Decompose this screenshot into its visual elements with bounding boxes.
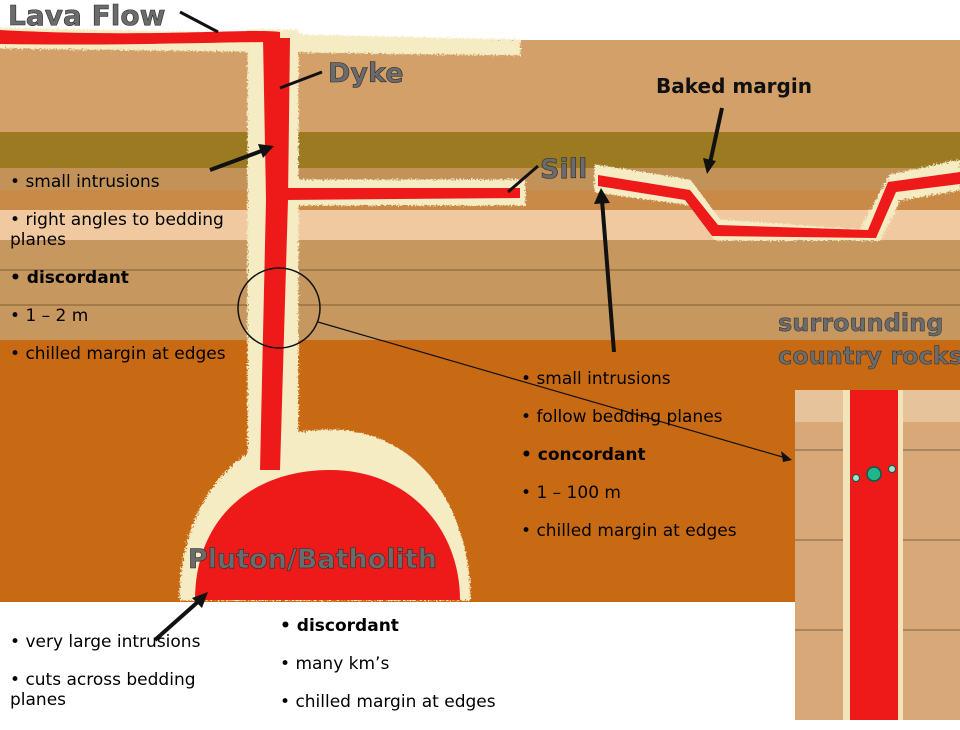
sill-note-1: small intrusions xyxy=(521,369,791,389)
sill-note-5: chilled margin at edges xyxy=(521,521,791,541)
arrow-to-sill xyxy=(600,199,616,353)
arrow-sill-label xyxy=(507,164,539,194)
pluton-notes-right: discordant many km’s chilled margin at e… xyxy=(280,616,550,730)
crystal-large xyxy=(866,466,882,482)
zoom-inset xyxy=(795,390,960,720)
crystal-small-right xyxy=(888,465,896,473)
pluton-body xyxy=(195,470,460,600)
pluton-notes-left: very large intrusions cuts across beddin… xyxy=(10,632,240,728)
label-lava-flow: Lava Flow xyxy=(8,0,165,32)
label-country-rocks: country rocks xyxy=(778,342,960,370)
magma xyxy=(0,30,960,600)
sill-note-2: follow bedding planes xyxy=(521,407,791,427)
label-sill: Sill xyxy=(540,154,587,185)
pluton-note-5: chilled margin at edges xyxy=(280,692,550,712)
inset-dyke xyxy=(850,390,898,720)
arrow-dyke-label xyxy=(279,70,323,90)
pluton-note-4: many km’s xyxy=(280,654,550,674)
crystal-small-left xyxy=(852,474,860,482)
sill-notes: small intrusions follow bedding planes c… xyxy=(521,369,791,559)
label-baked-margin: Baked margin xyxy=(656,74,812,98)
stratum-olive xyxy=(0,132,960,170)
pluton-note-1: very large intrusions xyxy=(10,632,240,652)
label-surrounding: surrounding xyxy=(778,309,943,337)
dyke-notes: small intrusions right angles to bedding… xyxy=(10,172,260,382)
stratum-top xyxy=(0,40,960,135)
sill-note-3: concordant xyxy=(521,445,791,465)
arrow-baked-margin xyxy=(708,107,724,164)
pluton-note-2: cuts across bedding planes xyxy=(10,670,240,710)
arrow-to-dyke xyxy=(209,148,265,172)
arrow-lava-flow xyxy=(179,10,219,34)
label-pluton: Pluton/Batholith xyxy=(188,544,437,575)
sill-left xyxy=(285,188,520,200)
feature-labels: Lava Flow Dyke Sill Baked margin surroun… xyxy=(8,0,960,575)
sill-note-4: 1 – 100 m xyxy=(521,483,791,503)
pluton-note-3: discordant xyxy=(280,616,550,636)
dyke-note-5: chilled margin at edges xyxy=(10,344,260,364)
label-dyke: Dyke xyxy=(328,58,404,89)
sill-right xyxy=(598,172,960,238)
dyke-note-1: small intrusions xyxy=(10,172,260,192)
dyke-note-2: right angles to bedding planes xyxy=(10,210,260,250)
zoom-connector xyxy=(317,321,787,459)
dyke-note-4: 1 – 2 m xyxy=(10,306,260,326)
dyke-note-3: discordant xyxy=(10,268,260,288)
lava-flow xyxy=(0,30,280,45)
